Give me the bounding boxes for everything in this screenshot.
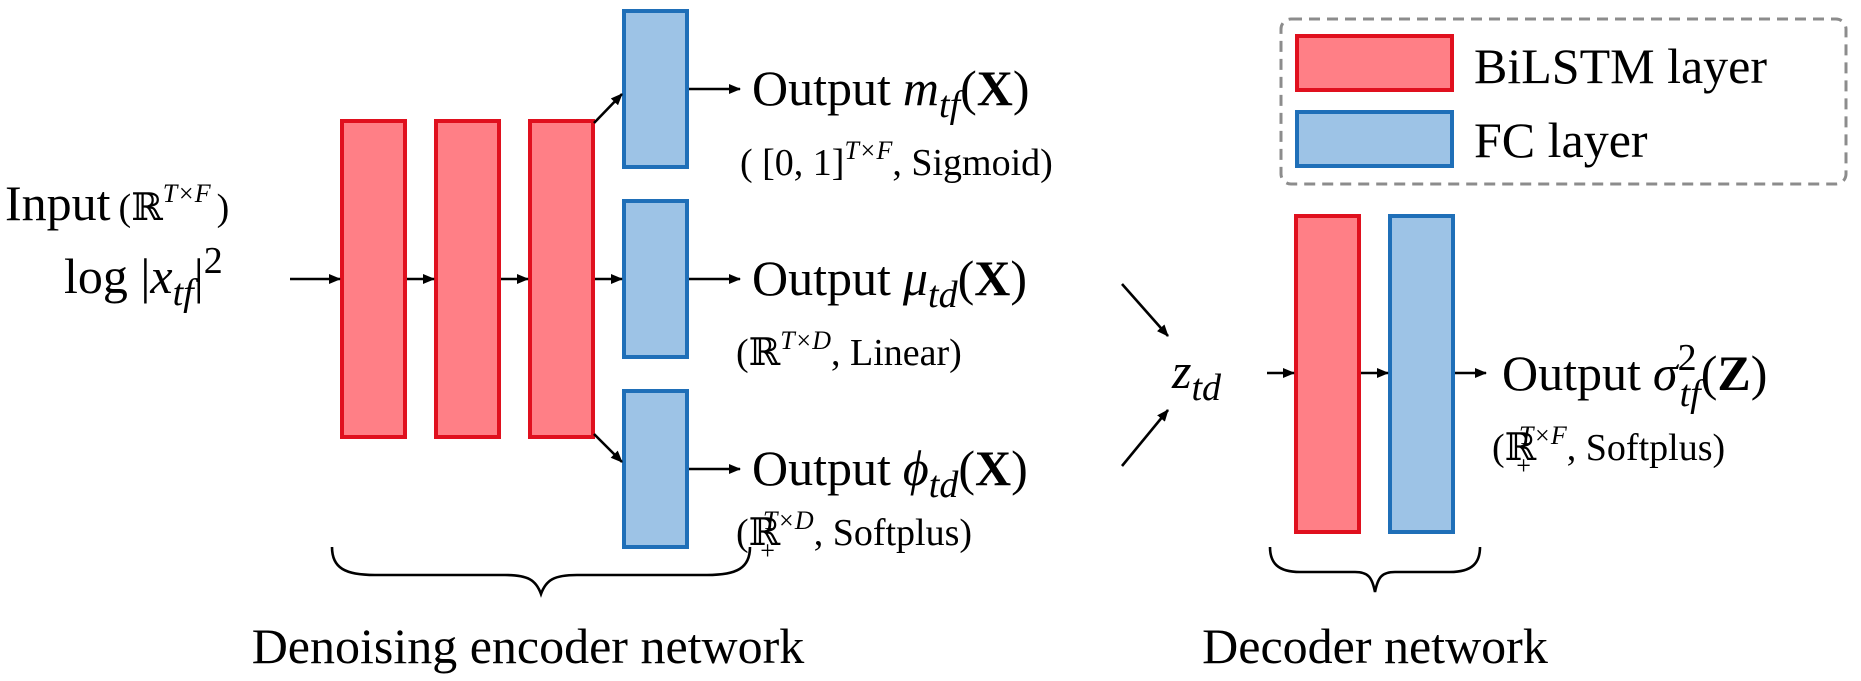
encoder-bilstm-layer-1: [340, 119, 407, 439]
output-mask-range: ( [0, 1]T×F, Sigmoid): [740, 136, 1053, 184]
encoder-bilstm-layer-3: [528, 119, 595, 439]
decoder-caption: Decoder network: [1202, 618, 1548, 674]
arrow-shape-to-latent: [1120, 409, 1170, 467]
latent-variable: ztd: [1171, 343, 1222, 409]
arrow-mean-to-latent: [1121, 283, 1169, 337]
arrow-layer3-to-mask-head: [593, 93, 623, 124]
decoder-fc-layer: [1388, 214, 1455, 534]
encoder-fc-head-mean: [622, 199, 689, 359]
input-domain: Input(ℝT×F): [5, 175, 229, 231]
encoder-caption: Denoising encoder network: [252, 618, 805, 674]
decoder-brace: [1268, 546, 1482, 593]
decoder-output-range: (ℝ+T×F, Softplus): [1492, 421, 1725, 480]
output-mean-range: (ℝT×D, Linear): [736, 326, 962, 374]
output-shape-range: (ℝ+T×D, Softplus): [736, 506, 972, 565]
legend-fc-label: FC layer: [1474, 112, 1648, 168]
decoder-bilstm-layer: [1294, 214, 1361, 534]
legend-bilstm-swatch: [1295, 34, 1454, 92]
input-feature: log |xtf|2: [64, 240, 223, 314]
legend-bilstm-label: BiLSTM layer: [1474, 38, 1767, 94]
arrow-layer3-to-shape-head: [593, 433, 623, 463]
encoder-brace: [330, 546, 752, 598]
legend-border: [1279, 17, 1848, 186]
legend-fc-swatch: [1295, 110, 1454, 168]
decoder: [1294, 214, 1455, 534]
encoder-fc-head-shape: [622, 389, 689, 549]
legend: BiLSTM layer FC layer: [1279, 17, 1848, 186]
connections: [290, 84, 1487, 474]
encoder: [340, 9, 689, 549]
input-label: Input(ℝT×F) log |xtf|2: [5, 175, 229, 314]
encoder-fc-head-mask: [622, 9, 689, 169]
encoder-bilstm-layer-2: [434, 119, 501, 439]
